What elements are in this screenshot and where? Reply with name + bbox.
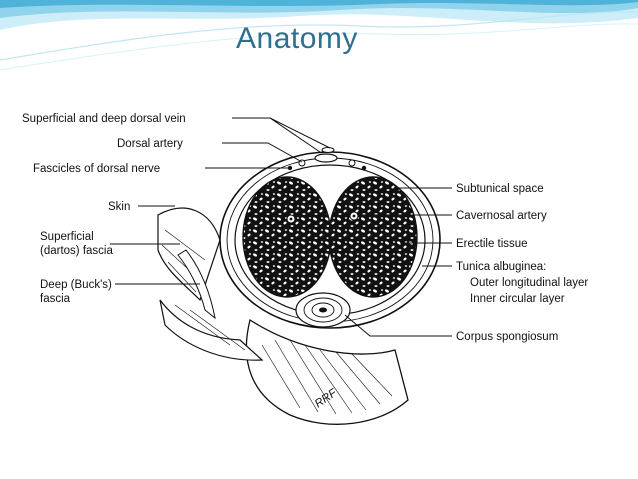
leader-spongiosum xyxy=(344,314,452,337)
deep-dorsal-vein xyxy=(314,153,338,163)
stump-hatching xyxy=(261,339,393,415)
dorsal-nerve-left xyxy=(287,165,293,171)
dorsal-nerve-right xyxy=(361,165,367,171)
skin-flap-lower xyxy=(159,299,264,361)
spongiosum-ring-3 xyxy=(311,302,335,318)
left-cavernosal-artery-lumen xyxy=(289,217,293,221)
leader-lines-right xyxy=(344,187,452,337)
dorsal-artery-right xyxy=(348,159,356,167)
leader-dorsal-vein xyxy=(232,117,331,153)
label-corpus-spongiosum: Corpus spongiosum xyxy=(456,331,558,343)
skin-hatch xyxy=(161,229,246,351)
slide-title: Anatomy xyxy=(236,22,358,55)
shaft-outer-layers xyxy=(157,207,409,425)
wave-band-3 xyxy=(0,0,638,8)
label-superficial-fascia-line2: (dartos) fascia xyxy=(40,245,113,257)
header-wave-decoration xyxy=(0,0,638,71)
wave-line-2 xyxy=(0,23,638,71)
label-tunica-albuginea: Tunica albuginea: xyxy=(456,261,546,273)
spongiosum-ring-2 xyxy=(303,297,343,323)
leader-lines-left xyxy=(110,117,331,285)
label-superficial-deep-dorsal-vein: Superficial and deep dorsal vein xyxy=(22,113,186,125)
urethra xyxy=(319,307,327,313)
label-skin: Skin xyxy=(108,201,130,213)
label-inner-circular-layer: Inner circular layer xyxy=(470,293,565,305)
label-outer-longitudinal-layer: Outer longitudinal layer xyxy=(470,277,588,289)
superficial-dorsal-vein xyxy=(321,147,335,153)
label-erectile-tissue: Erectile tissue xyxy=(456,238,528,250)
left-corpus-cavernosum xyxy=(242,176,332,298)
label-cavernosal-artery: Cavernosal artery xyxy=(456,210,547,222)
label-subtunical-space: Subtunical space xyxy=(456,183,544,195)
label-dorsal-artery: Dorsal artery xyxy=(117,138,183,150)
right-corpus-cavernosum xyxy=(328,176,418,298)
leader-dorsal-artery xyxy=(222,142,303,163)
wave-line xyxy=(0,11,638,61)
cut-stump xyxy=(245,318,409,425)
label-deep-fascia-line2: fascia xyxy=(40,293,71,305)
label-superficial-fascia-line1: Superficial xyxy=(40,231,94,243)
label-deep-fascia-line1: Deep (Buck's) xyxy=(40,279,112,291)
right-cavernosal-artery-lumen xyxy=(352,214,356,218)
label-fascicles-dorsal-nerve: Fascicles of dorsal nerve xyxy=(33,163,160,175)
